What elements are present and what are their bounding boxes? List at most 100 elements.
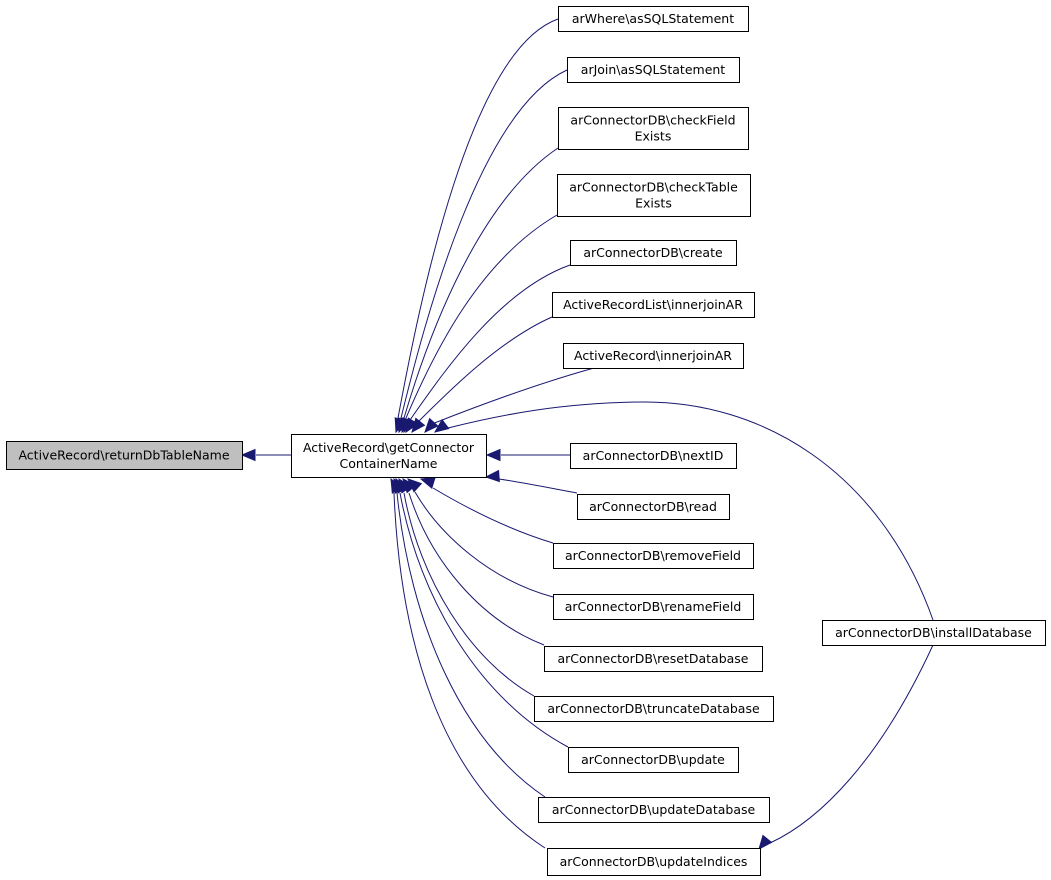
- arrowhead: [424, 417, 439, 433]
- edge-n10-to-center: [419, 476, 554, 544]
- node-label: arConnectorDB\installDatabase: [835, 625, 1032, 640]
- node-n12[interactable]: arConnectorDB\resetDatabase: [544, 646, 763, 672]
- edge-n5-to-center: [405, 264, 571, 434]
- edge-line: [417, 316, 553, 423]
- edge-line: [397, 18, 559, 419]
- node-box[interactable]: [570, 240, 737, 266]
- edge-n9-to-center: [484, 469, 578, 494]
- node-label: ActiveRecord\innerjoinAR: [574, 348, 732, 363]
- node-n8[interactable]: arConnectorDB\nextID: [570, 443, 737, 469]
- nodes-layer: ActiveRecord\returnDbTableName ActiveReco…: [6, 6, 1046, 876]
- edge-line: [403, 492, 535, 697]
- node-box[interactable]: [563, 343, 744, 369]
- node-box[interactable]: [6, 441, 243, 470]
- node-n6[interactable]: ActiveRecordList\innerjoinAR: [552, 292, 755, 318]
- node-label: arConnectorDB\nextID: [583, 448, 724, 463]
- edge-line: [414, 491, 554, 598]
- node-box[interactable]: [568, 747, 739, 773]
- edge-n17-to-center: [433, 401, 934, 621]
- node-label: arConnectorDB\renameField: [565, 599, 742, 614]
- edge-n13-to-center: [398, 477, 535, 697]
- arrowhead: [405, 417, 419, 434]
- node-label: arConnectorDB\update: [581, 752, 725, 767]
- node-label: arConnectorDB\removeField: [565, 548, 741, 563]
- edge-n6-to-center: [411, 316, 553, 434]
- node-label: arConnectorDB\updateIndices: [560, 854, 748, 869]
- node-label: Exists: [635, 129, 672, 144]
- arrowhead: [240, 448, 256, 462]
- node-n16[interactable]: arConnectorDB\updateIndices: [547, 848, 761, 876]
- node-label: ContainerName: [340, 456, 438, 471]
- edge-n7-to-center: [424, 367, 595, 433]
- edge-n16-to-center: [390, 477, 546, 849]
- node-box[interactable]: [552, 292, 755, 318]
- node-box[interactable]: [544, 646, 763, 672]
- edges-layer: [240, 18, 934, 850]
- node-n1[interactable]: arWhere\asSQLStatement: [558, 6, 749, 32]
- node-label: arJoin\asSQLStatement: [581, 62, 726, 77]
- node-box[interactable]: [553, 594, 754, 620]
- edge-line: [447, 401, 934, 621]
- edge-n11-to-center: [407, 478, 554, 598]
- edge-line: [393, 492, 546, 849]
- node-box[interactable]: [553, 543, 754, 569]
- node-label: arConnectorDB\updateDatabase: [552, 802, 756, 817]
- node-label: ActiveRecordList\innerjoinAR: [563, 297, 743, 312]
- edge-line: [431, 367, 595, 425]
- node-n7[interactable]: ActiveRecord\innerjoinAR: [563, 343, 744, 369]
- edge-center-to-root: [240, 448, 291, 462]
- node-label: arConnectorDB\truncateDatabase: [547, 701, 760, 716]
- arrowhead: [419, 476, 436, 489]
- node-box[interactable]: [534, 696, 774, 722]
- node-label: arConnectorDB\checkTable: [569, 180, 738, 195]
- node-root[interactable]: ActiveRecord\returnDbTableName: [6, 441, 243, 470]
- node-n14[interactable]: arConnectorDB\update: [568, 747, 739, 773]
- node-n15[interactable]: arConnectorDB\updateDatabase: [538, 797, 770, 823]
- node-n9[interactable]: arConnectorDB\read: [577, 494, 730, 520]
- node-box[interactable]: [822, 620, 1046, 646]
- node-box[interactable]: [577, 494, 730, 520]
- edge-n17-to-n16: [758, 644, 934, 850]
- edge-line: [405, 214, 558, 419]
- node-n17[interactable]: arConnectorDB\installDatabase: [822, 620, 1046, 646]
- arrowhead: [484, 469, 500, 483]
- node-box[interactable]: [558, 107, 749, 150]
- edge-line: [399, 492, 569, 748]
- edge-line: [432, 487, 554, 544]
- arrowhead: [411, 417, 426, 434]
- node-n2[interactable]: arJoin\asSQLStatement: [567, 57, 740, 83]
- node-n11[interactable]: arConnectorDB\renameField: [553, 594, 754, 620]
- edge-line: [498, 478, 578, 494]
- arrowhead: [758, 834, 773, 850]
- edge-line: [408, 492, 545, 646]
- edge-n8-to-center: [485, 448, 570, 462]
- node-box[interactable]: [567, 57, 740, 83]
- node-box[interactable]: [557, 174, 751, 217]
- arrowhead: [433, 418, 450, 433]
- node-label: arConnectorDB\create: [583, 245, 723, 260]
- arrowhead: [390, 477, 403, 494]
- edge-line: [400, 69, 568, 419]
- edge-line: [396, 492, 546, 798]
- node-n13[interactable]: arConnectorDB\truncateDatabase: [534, 696, 774, 722]
- node-label: Exists: [635, 196, 672, 211]
- node-label: arWhere\asSQLStatement: [572, 11, 734, 26]
- node-box[interactable]: [291, 434, 487, 478]
- edge-n2-to-center: [397, 69, 568, 434]
- node-box[interactable]: [558, 6, 749, 32]
- node-label: arConnectorDB\read: [589, 499, 717, 514]
- node-box[interactable]: [570, 443, 737, 469]
- node-box[interactable]: [538, 797, 770, 823]
- node-label: ActiveRecord\getConnector: [303, 440, 475, 455]
- node-box[interactable]: [547, 848, 761, 876]
- node-n5[interactable]: arConnectorDB\create: [570, 240, 737, 266]
- edge-line: [409, 264, 571, 421]
- node-n10[interactable]: arConnectorDB\removeField: [553, 543, 754, 569]
- edge-line: [403, 147, 559, 419]
- node-label: ActiveRecord\returnDbTableName: [18, 448, 229, 463]
- node-label: arConnectorDB\resetDatabase: [558, 651, 749, 666]
